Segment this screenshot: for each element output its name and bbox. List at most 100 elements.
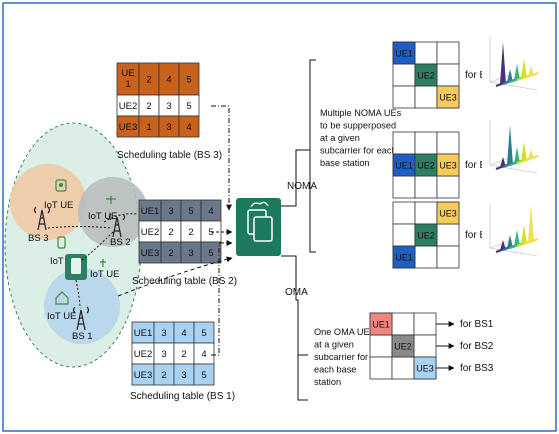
table-cell-text: UE2 (134, 349, 152, 360)
table-cell (200, 241, 222, 264)
branch-noma-line (281, 59, 316, 253)
ue-cell (436, 201, 460, 225)
table-cell-text: 2 (146, 101, 151, 112)
grid-cell (369, 334, 393, 358)
table-cell-text: 3 (161, 349, 166, 360)
noma-text-line: at a given (320, 133, 360, 143)
oma-grid-label: for BS2 (460, 341, 494, 352)
plot-peak (521, 59, 527, 78)
table-cell-text: 1 (146, 122, 151, 133)
noma-label: NOMA (287, 181, 317, 192)
oma-text-line: each base (314, 365, 356, 375)
table-cell-text: 4 (181, 328, 186, 339)
link-iot-bs1 (75, 279, 81, 309)
table-cell-text: UE2 (119, 101, 137, 112)
grid-cell (414, 201, 438, 225)
link-network-bs2-table (103, 213, 139, 223)
noma-text-line: base station (320, 158, 370, 168)
oma-text-line: subcarrier for (314, 352, 368, 362)
plot-peak (528, 204, 534, 242)
noma-grid-label: for BS2 (465, 160, 499, 171)
drone-icon (106, 196, 116, 204)
table-cell-text: 2 (188, 227, 193, 238)
oma-ue-cell (391, 334, 415, 358)
ue-cell-label: UE2 (417, 161, 435, 171)
table-cell-text: 3 (181, 370, 186, 381)
noma-grid-label: for BS1 (465, 70, 499, 81)
plot-axis-depth (489, 239, 513, 249)
grid-cell (414, 245, 438, 269)
camera-icon (55, 179, 67, 192)
plot-ridge (523, 155, 539, 162)
ue-cell-label: UE3 (439, 161, 457, 171)
grid-cell (414, 175, 438, 199)
cell-bs2 (78, 177, 148, 247)
oma-grid-label: for BS3 (460, 363, 494, 374)
home-icon (55, 291, 69, 305)
plot-peak (514, 64, 520, 80)
plot-ridge (523, 238, 539, 245)
ue-cell (436, 85, 460, 109)
oma-grid-label: for BS1 (460, 319, 494, 330)
noma-text-line: Multiple NOMA UEs (320, 108, 402, 118)
grid-cell (414, 131, 438, 155)
table-cell-text: UE (121, 68, 134, 79)
table-cell-text: 2 (181, 349, 186, 360)
table-cell-text: 3 (188, 248, 193, 259)
grid-cell (392, 175, 416, 199)
table-cell-text: 4 (201, 349, 206, 360)
tower-icon-bs1 (72, 306, 90, 331)
plot-peak (514, 147, 520, 163)
table-cell-text: 5 (201, 370, 206, 381)
scheduler-icon (236, 198, 281, 256)
ue-cell (414, 223, 438, 247)
plot-peak (514, 230, 520, 246)
plot-area (482, 32, 546, 98)
grid-cell (392, 131, 416, 155)
plot-peak (507, 235, 513, 248)
power-plot-3 (482, 198, 546, 264)
ue-cell-label: UE1 (395, 253, 413, 263)
table-cell-text: 3 (161, 328, 166, 339)
grid-cell (392, 201, 416, 225)
cell-bs1 (44, 268, 120, 344)
ue-cell (392, 245, 416, 269)
oma-ue-label: UE3 (416, 364, 434, 374)
plot-peak (528, 66, 534, 76)
ue-cell-label: UE3 (439, 93, 457, 103)
grid-cell (436, 175, 460, 199)
bs3-label: BS 3 (28, 233, 49, 244)
noma-grid-label: for BS3 (465, 230, 499, 241)
phone-icon-left (57, 236, 66, 249)
ue-cell-label: UE2 (417, 71, 435, 81)
table-cell (193, 363, 215, 386)
grid-cell (436, 41, 460, 65)
table-cell-text: 3 (166, 122, 171, 133)
iot-ue-label-center: IoT UE (90, 269, 119, 280)
table-cell-text: 2 (168, 227, 173, 238)
link-bs3-bs2 (47, 226, 113, 229)
caption-bs3: Scheduling table (BS 3) (117, 150, 222, 161)
grid-cell (414, 85, 438, 109)
ue-cell (392, 41, 416, 65)
link-bs3-table-scheduler (211, 105, 232, 211)
plot-area (482, 115, 546, 181)
iot-label: IoT (50, 256, 64, 267)
table-cell-text: UE3 (119, 122, 137, 133)
ue-cell (436, 153, 460, 177)
oma-ue-label: UE1 (372, 320, 390, 330)
bs2-label: BS 2 (110, 237, 131, 248)
table-cell-text: 5 (188, 206, 193, 217)
bs1-label: BS 1 (72, 331, 93, 342)
plot-peak (507, 125, 513, 165)
grid-cell (436, 63, 460, 87)
plot-peak (528, 149, 534, 159)
oma-text-line: at a given (314, 340, 354, 350)
plot-peak (500, 157, 506, 167)
table-cell-text: 3 (168, 206, 173, 217)
